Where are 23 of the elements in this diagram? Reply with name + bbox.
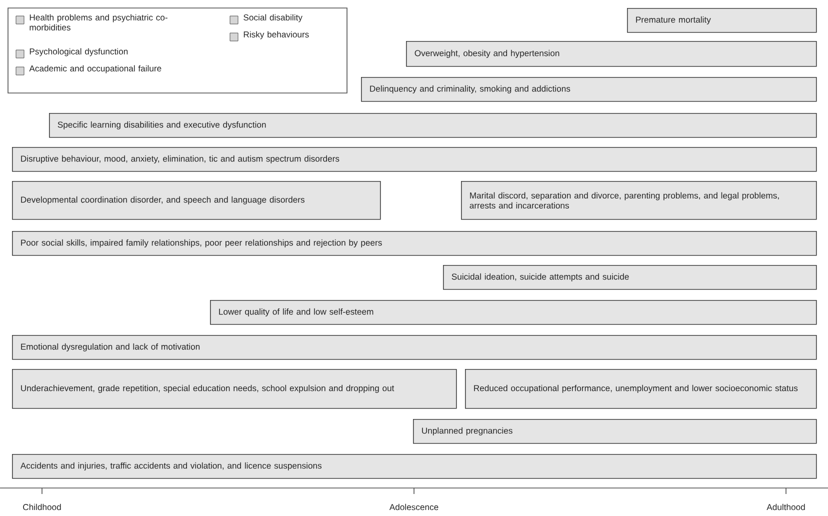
timeline-bar: Underachievement, grade repetition, special education needs, school expulsion and dropping out: [12, 368, 457, 409]
axis-label: Childhood: [23, 504, 61, 510]
timeline-bar: Poor social skills, impaired family relationships, poor peer relationships and rejection by peers: [12, 230, 817, 256]
timeline-bar: Reduced occupational performance, unemployment and lower socioeconomic status: [465, 368, 817, 409]
timeline-bar: Delinquency and criminality, smoking and addictions: [361, 77, 817, 102]
legend-label: Psychological dysfunction: [30, 48, 128, 56]
timeline-bar: Suicidal ideation, suicide attempts and suicide: [443, 264, 817, 290]
timeline-bar: Overweight, obesity and hypertension: [406, 41, 817, 67]
legend-label: Risky behaviours: [244, 31, 309, 40]
legend-label: Social disability: [244, 14, 302, 22]
timeline-bar: Premature mortality: [627, 8, 817, 33]
axis-label: Adulthood: [766, 504, 805, 510]
timeline-bar: Unplanned pregnancies: [413, 418, 817, 444]
timeline-bar: Lower quality of life and low self-esteem: [210, 300, 817, 325]
timeline-bar: Marital discord, separation and divorce, parenting problems, and legal problems, arrests and incarcerations: [461, 180, 817, 220]
timeline-bar: Disruptive behaviour, mood, anxiety, elimination, tic and autism spectrum disorders: [12, 146, 817, 172]
timeline-bar: Accidents and injuries, traffic accidents and violation, and licence suspensions: [12, 454, 817, 479]
legend-label: Academic and occupational failure: [29, 65, 162, 74]
axis-label: Adolescence: [389, 504, 438, 510]
timeline-bar: Specific learning disabilities and executive dysfunction: [49, 113, 817, 138]
timeline-bar: Developmental coordination disorder, and speech and language disorders: [12, 180, 381, 220]
timeline-bar: Emotional dysregulation and lack of motivation: [12, 334, 817, 360]
legend-label: Health problems and psychiatric co-morbidities: [30, 14, 168, 30]
